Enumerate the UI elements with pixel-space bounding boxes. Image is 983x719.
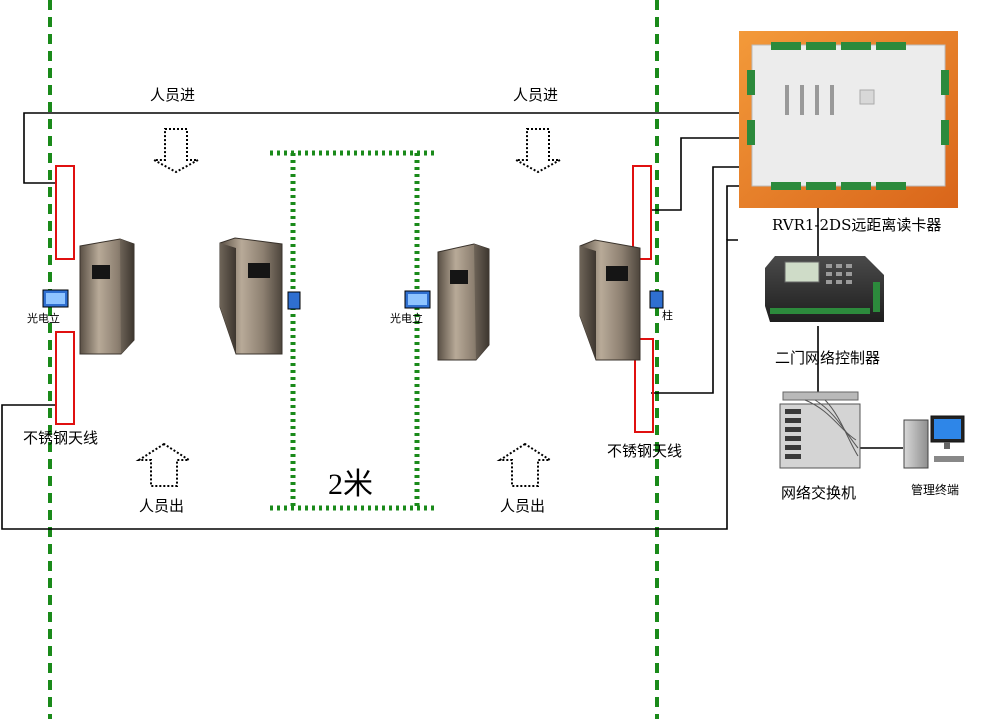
label-in-right: 人员进 <box>513 86 559 104</box>
antenna-left-top <box>55 165 75 260</box>
switch-label: 网络交换机 <box>781 484 857 502</box>
photo-sensors <box>42 289 664 310</box>
reader-label: RVR1-2DS远距离读卡器 <box>772 216 942 234</box>
label-in-left: 人员进 <box>150 86 196 104</box>
turnstile-2 <box>219 237 283 355</box>
turnstile-3 <box>437 243 490 361</box>
turnstile-1 <box>79 238 135 355</box>
distance-label: 2米 <box>328 468 373 501</box>
wiring <box>1 112 903 530</box>
reader-board-icon <box>739 31 958 208</box>
label-out-right: 人员出 <box>500 497 546 515</box>
photo-sensor-icon <box>287 291 301 310</box>
antenna-label-left: 不锈钢天线 <box>23 429 99 447</box>
turnstile-4 <box>579 239 641 361</box>
arrow-up-icon <box>496 442 554 487</box>
photo-sensor-icon <box>404 290 431 309</box>
photo-label-right: 柱 <box>662 309 673 322</box>
photo-label-mid: 光电立 <box>390 312 423 325</box>
photo-sensor-icon <box>649 290 664 309</box>
arrows-in <box>153 128 561 174</box>
antenna-label-right: 不锈钢天线 <box>607 442 683 460</box>
photo-sensor-icon <box>42 289 69 308</box>
antenna-left-bottom <box>55 331 75 425</box>
switch-icon <box>779 391 861 469</box>
antennas <box>55 165 654 433</box>
label-out-left: 人员出 <box>139 497 185 515</box>
controller-label: 二门网络控制器 <box>775 349 881 367</box>
controller-icon <box>765 256 884 322</box>
terminal-label: 管理终端 <box>911 483 960 497</box>
arrows-out <box>135 442 554 487</box>
arrow-down-icon <box>515 128 561 174</box>
antenna-right-bottom <box>634 338 654 433</box>
computer-icon <box>903 415 965 469</box>
arrow-up-icon <box>135 442 193 487</box>
distance-zone <box>270 150 437 511</box>
antenna-right-top <box>632 165 652 260</box>
arrow-down-icon <box>153 128 199 174</box>
photo-label-left: 光电立 <box>27 312 60 325</box>
boundary-lines <box>48 0 659 719</box>
